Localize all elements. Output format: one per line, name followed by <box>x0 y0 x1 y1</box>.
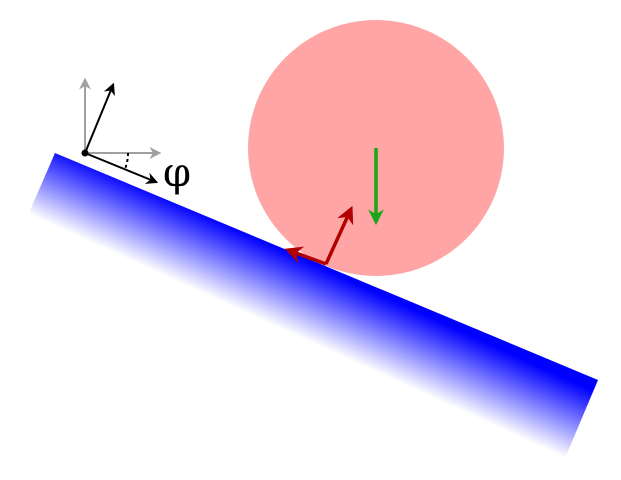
rotated-y-axis <box>84 82 115 154</box>
rotated-x-axis <box>84 152 159 184</box>
angle-label: φ <box>163 150 191 196</box>
axes-origin <box>81 149 89 157</box>
reference-axes <box>79 77 162 159</box>
rotated-axes <box>81 82 159 184</box>
inclined-plane <box>15 153 598 470</box>
angle-arc <box>124 152 130 170</box>
normal-force-arrow <box>324 205 354 265</box>
friction-arrow <box>284 246 327 266</box>
